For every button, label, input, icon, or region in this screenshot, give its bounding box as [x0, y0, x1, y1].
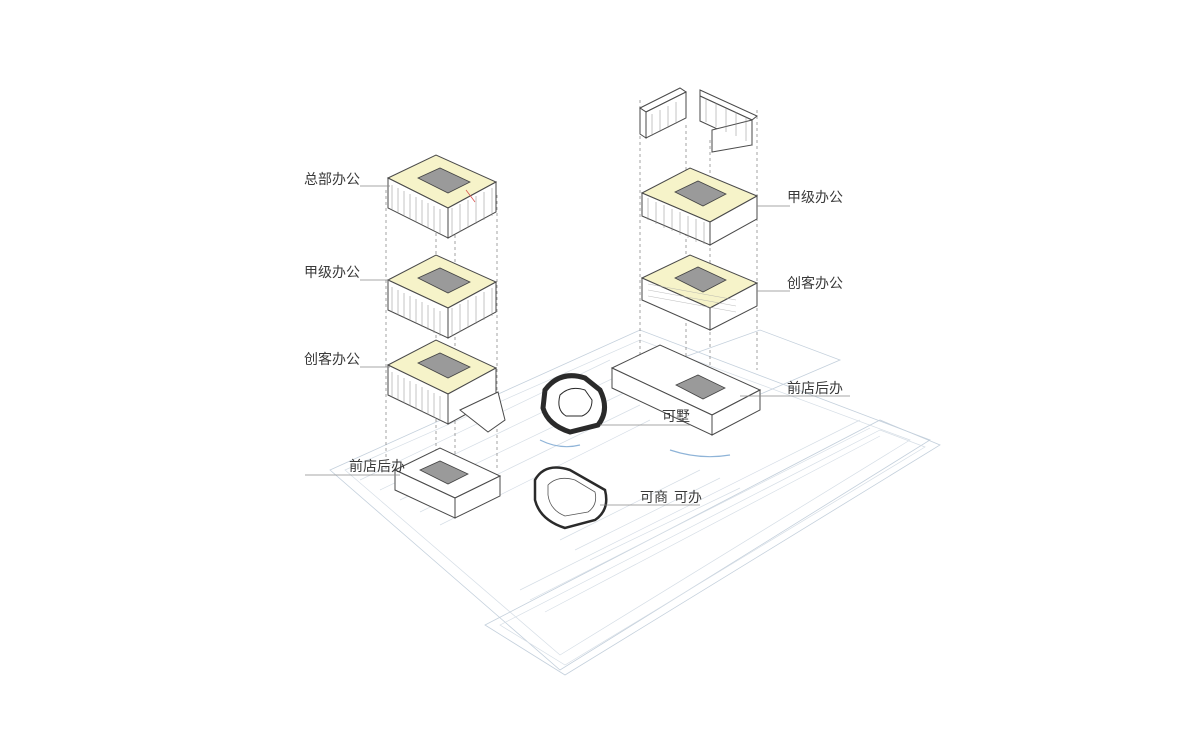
label-left-shop-office: 前店后办 — [349, 459, 405, 475]
label-left-grade-a-office: 甲级办公 — [304, 265, 360, 281]
label-office: 可办 — [674, 490, 702, 506]
right-grade-a-office-block — [640, 167, 759, 246]
commerce-block — [533, 466, 608, 530]
label-left-maker-office: 创客办公 — [304, 352, 360, 368]
left-grade-a-office-block — [386, 254, 498, 339]
label-villa: 可墅 — [662, 409, 690, 425]
label-right-shop-office: 前店后办 — [787, 381, 843, 397]
right-crown-block — [639, 87, 758, 153]
label-left-hq-office: 总部办公 — [304, 172, 360, 188]
leader-lines — [305, 185, 850, 506]
label-commerce: 可商 — [640, 490, 668, 506]
site-base — [329, 329, 941, 676]
villa-block — [540, 373, 607, 435]
left-maker-office-block — [386, 339, 506, 433]
left-hq-office-block — [386, 154, 498, 239]
label-right-grade-a-office: 甲级办公 — [787, 190, 843, 206]
right-shop-office-block — [610, 344, 762, 436]
label-right-maker-office: 创客办公 — [787, 276, 843, 292]
right-maker-office-block — [640, 254, 759, 331]
left-shop-office-block — [393, 447, 502, 519]
